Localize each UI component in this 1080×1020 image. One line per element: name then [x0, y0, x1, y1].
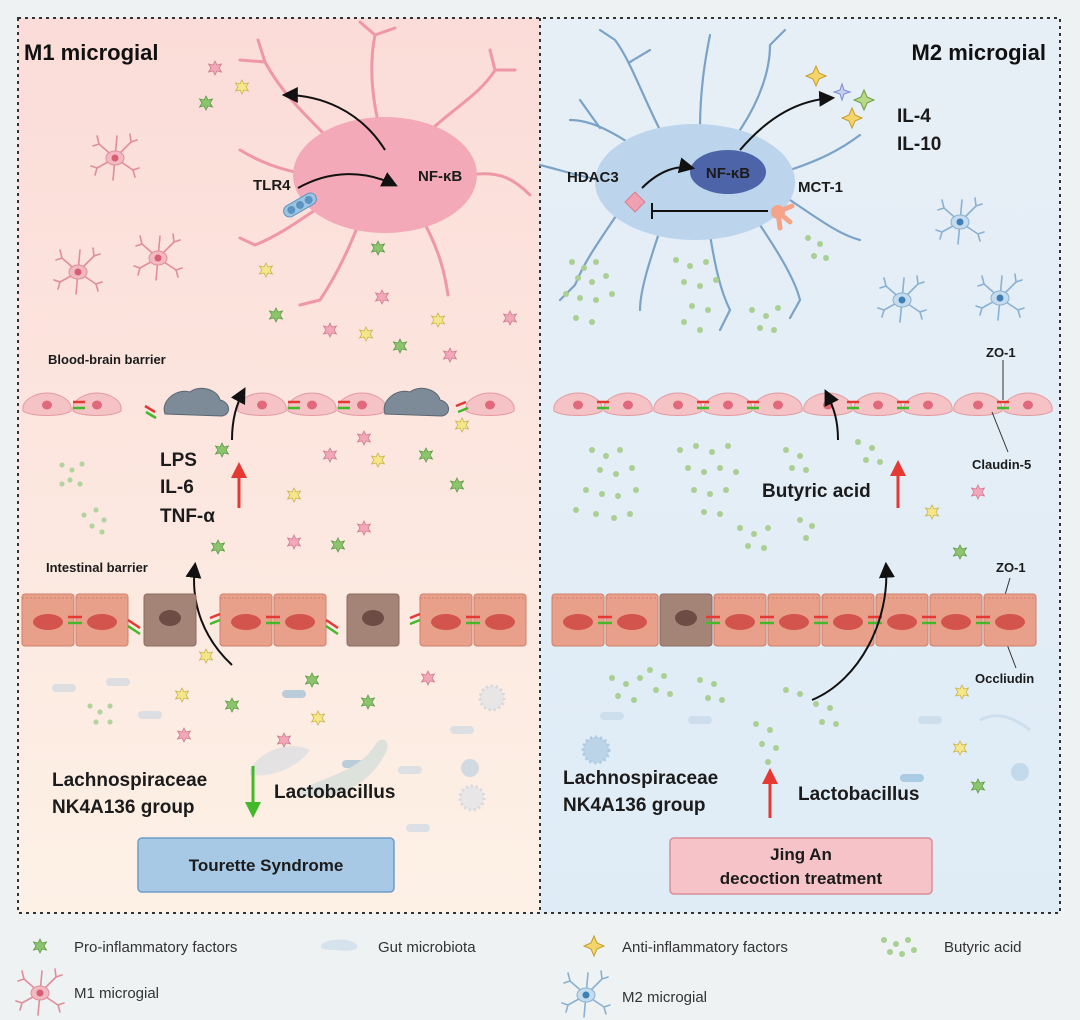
legend-anti-label: Anti-inflammatory factors: [622, 939, 788, 956]
arrow-from-gut-right: [811, 561, 895, 701]
inhibition-mct1-to-hdac3: [651, 203, 768, 219]
intestinal-barrier-right: [551, 593, 1037, 647]
bbb-label: Blood-brain barrier: [48, 352, 166, 367]
legend-m1-label: M1 microgial: [74, 985, 159, 1002]
up-arrow-right: [762, 768, 778, 818]
legend-anti-inflammatory-icon: [582, 934, 606, 958]
nfkb-label-left: NF-κB: [418, 168, 462, 185]
legend-m2-microglia-icon: [561, 970, 611, 1018]
bbb-right: [553, 392, 1053, 416]
legend-butyric-label: Butyric acid: [944, 939, 1022, 956]
lachno-label-left-1: Lachnospiraceae: [52, 770, 207, 791]
jing-an-treatment-box: [669, 837, 933, 895]
gut-microbiota-right: [581, 712, 1031, 782]
occludin-label: Occliudin: [975, 671, 1034, 686]
arrow-to-intestinal: [185, 561, 233, 666]
lacto-label-right: Lactobacillus: [798, 784, 919, 805]
lachno-label-right-1: Lachnospiraceae: [563, 768, 718, 789]
gut-microbiota-left: [52, 678, 506, 832]
jing-an-label-2: decoction treatment: [720, 869, 883, 888]
intestinal-barrier-label: Intestinal barrier: [46, 560, 148, 575]
up-arrow-butyric: [890, 460, 906, 508]
butyric-dots-left: [59, 461, 113, 725]
arrow-to-bbb: [230, 387, 246, 441]
legend-pro-inflammatory-icon: [33, 938, 47, 954]
butyric-acid-label: Butyric acid: [762, 481, 871, 502]
mct1-label: MCT-1: [798, 179, 843, 196]
legend-gut-microbiota-icon: [320, 939, 358, 951]
lachno-label-right-2: NK4A136 group: [563, 795, 706, 816]
tlr4-receptor-icon: [283, 192, 317, 218]
intestinal-barrier-left: [21, 593, 527, 647]
arrow-nfkb-to-anti: [739, 90, 836, 151]
legend: Pro-inflammatory factors Gut microbiota …: [15, 934, 1022, 1018]
left-panel-title: M1 microgial: [24, 40, 158, 65]
tourette-syndrome-box: [137, 837, 395, 893]
claudin-label: Claudin-5: [972, 457, 1031, 472]
il4-label: IL-4: [897, 106, 931, 127]
lps-label: LPS: [160, 450, 197, 471]
nfkb-label-right: NF-κB: [706, 165, 750, 182]
hdac3-icon: [624, 191, 646, 213]
bbb-left: [22, 387, 515, 420]
legend-gut-label: Gut microbiota: [378, 939, 476, 956]
tlr4-label: TLR4: [253, 177, 291, 194]
up-arrow-left-cytokines: [231, 462, 247, 508]
legend-pro-label: Pro-inflammatory factors: [74, 939, 237, 956]
anti-inflammatory-factors-icon: [804, 64, 876, 130]
hdac3-label: HDAC3: [567, 169, 619, 186]
claudin-pointer: [991, 411, 1009, 453]
arrow-butyric-to-bbb: [824, 389, 839, 441]
jing-an-label-1: Jing An: [770, 845, 832, 864]
il10-label: IL-10: [897, 134, 941, 155]
tourette-syndrome-label: Tourette Syndrome: [189, 856, 344, 875]
right-panel-title: M2 microgial: [912, 40, 1046, 65]
mct1-transporter-icon: [771, 203, 795, 231]
arrow-tlr4-to-nfkb: [297, 172, 398, 189]
legend-m1-microglia-icon: [15, 968, 65, 1016]
legend-butyric-acid-icon: [881, 937, 917, 957]
lachno-label-left-2: NK4A136 group: [52, 797, 195, 818]
il6-label: IL-6: [160, 477, 194, 498]
legend-m2-label: M2 microgial: [622, 989, 707, 1006]
zo1-top-label: ZO-1: [986, 345, 1016, 360]
butyric-dots-right: [563, 235, 883, 765]
arrow-nfkb-out: [281, 87, 386, 151]
arrow-hdac3-to-nfkb: [641, 157, 696, 189]
nfkb-nucleus-right: [690, 150, 766, 194]
lacto-label-left: Lactobacillus: [274, 782, 395, 803]
tnfa-label: TNF-α: [160, 506, 215, 527]
down-arrow-left: [245, 766, 261, 818]
zo1-bottom-label: ZO-1: [996, 560, 1026, 575]
